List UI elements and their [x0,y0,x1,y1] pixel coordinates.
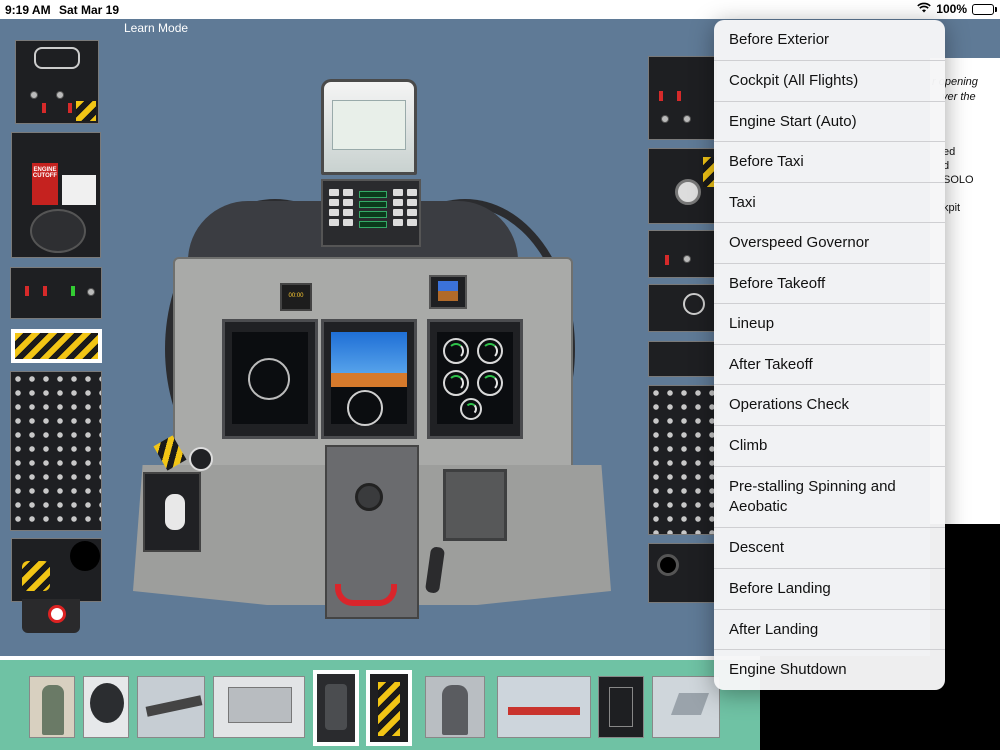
thumbnail-ejection-seat[interactable] [313,670,359,746]
left-panel-knob[interactable] [22,599,80,633]
menu-item-descent[interactable]: Descent [714,527,945,568]
thumbnail-access-panel[interactable] [598,676,644,738]
standby-gauge[interactable] [189,447,213,471]
digital-clock: 00:00 [280,283,312,311]
engine-cutoff-handle[interactable]: ENGINE CUTOFF [32,163,58,205]
thumbnail-canopy-interior[interactable] [425,676,485,738]
menu-item-after-landing[interactable]: After Landing [714,609,945,649]
standby-instrument[interactable] [429,275,467,309]
left-panel-1[interactable] [15,40,99,124]
menu-item-before-takeoff[interactable]: Before Takeoff [714,263,945,303]
right-panel-4[interactable] [648,341,718,377]
throttle-quadrant[interactable] [143,472,201,552]
left-panel-2[interactable]: ENGINE CUTOFF [11,132,101,258]
thumbnail-wing-detail[interactable] [137,676,205,738]
right-eicas[interactable] [427,319,523,439]
thumbnail-ground-cart[interactable] [213,676,305,738]
front-cockpit[interactable]: 00:00 [133,79,613,619]
throttle-handle[interactable] [165,494,185,530]
menu-item-after-takeoff[interactable]: After Takeoff [714,344,945,384]
center-console[interactable] [325,445,419,619]
rudder-pedal-box[interactable] [443,469,507,541]
landing-gear-handle[interactable] [335,584,397,606]
menu-item-engine-shutdown[interactable]: Engine Shutdown [714,649,945,690]
right-panel-oxygen[interactable] [648,230,718,278]
left-mfd[interactable] [222,319,318,439]
status-date: Sat Mar 19 [59,3,120,17]
menu-item-before-taxi[interactable]: Before Taxi [714,141,945,182]
peek-line: d [943,160,950,172]
status-bar: 9:19 AM Sat Mar 19 100% [0,0,1000,19]
right-breaker-panel[interactable] [648,385,718,535]
left-breaker-panel[interactable] [10,371,102,531]
thumbnail-aircraft-hangar[interactable] [497,676,591,738]
thumbnail-seat-pin-panel[interactable] [366,670,412,746]
menu-item-pre-stalling-spinning-aerobatic[interactable]: Pre-stalling Spinning and Aeobatic [714,466,945,527]
peek-line: SOLO [943,174,974,186]
status-time: 9:19 AM [5,3,51,17]
thumbnail-pilot-gear[interactable] [29,676,75,738]
up-front-control-panel[interactable] [321,179,421,247]
head-up-display[interactable] [321,79,417,175]
peek-line: kpit [943,202,961,214]
hazard-panel [11,329,102,363]
thumbnail-tail-detail[interactable] [652,676,720,738]
checklist-menu[interactable]: Before Exterior Cockpit (All Flights) En… [714,20,945,690]
battery-percent: 100% [936,2,967,16]
status-right-group: 100% [917,2,997,16]
thumb-strip-border [0,656,760,660]
left-panel-oxygen[interactable] [11,538,102,602]
menu-item-cockpit-all-flights[interactable]: Cockpit (All Flights) [714,60,945,101]
left-panel-3[interactable] [10,267,102,319]
menu-item-lineup[interactable]: Lineup [714,303,945,344]
peek-line: ver the [942,91,976,103]
wifi-icon [917,2,932,16]
peek-line: ed [943,146,956,158]
thumbnail-helmet[interactable] [83,676,129,738]
thumbnail-strip[interactable] [0,660,760,750]
menu-item-before-landing[interactable]: Before Landing [714,568,945,609]
menu-item-before-exterior[interactable]: Before Exterior [729,31,830,48]
right-panel-2[interactable] [648,148,718,224]
menu-item-climb[interactable]: Climb [714,425,945,466]
battery-icon [972,3,997,15]
menu-item-overspeed-governor[interactable]: Overspeed Governor [714,222,945,263]
right-panel-5[interactable] [648,543,718,603]
right-panel-3[interactable] [648,284,718,332]
menu-item-engine-start-auto[interactable]: Engine Start (Auto) [714,101,945,141]
menu-item-operations-check[interactable]: Operations Check [714,384,945,425]
center-pfd[interactable] [321,319,417,439]
menu-item-taxi[interactable]: Taxi [714,182,945,222]
right-panel-1[interactable] [648,56,718,140]
mode-label: Learn Mode [124,21,189,35]
